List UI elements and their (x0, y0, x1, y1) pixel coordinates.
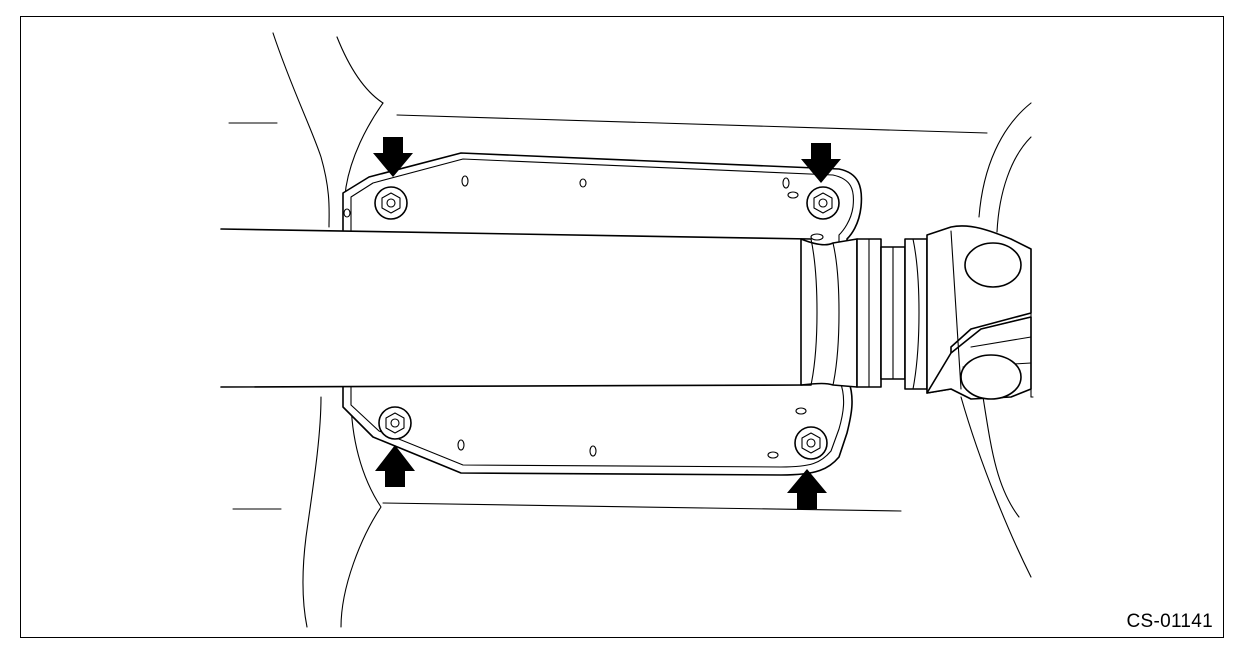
figure-frame: CS-01141 (20, 16, 1224, 638)
arrow-bottom-right (787, 469, 827, 509)
right-floor-outline (960, 102, 1032, 578)
arrow-top-right (801, 143, 841, 183)
tunnel-outline (228, 32, 988, 628)
propeller-shaft (220, 228, 928, 390)
bolt-bottom-left (378, 406, 412, 440)
bolt-top-right (806, 186, 840, 220)
arrow-bottom-left (375, 445, 415, 487)
arrow-top-left (373, 137, 413, 177)
bolt-top-left (374, 186, 408, 220)
propeller-shaft-diagram (220, 32, 1034, 628)
pointer-arrows (373, 137, 841, 509)
mounting-bolts (374, 186, 840, 460)
figure-reference-code: CS-01141 (1126, 611, 1213, 632)
universal-joint (926, 225, 1034, 400)
bolt-bottom-right (794, 426, 828, 460)
